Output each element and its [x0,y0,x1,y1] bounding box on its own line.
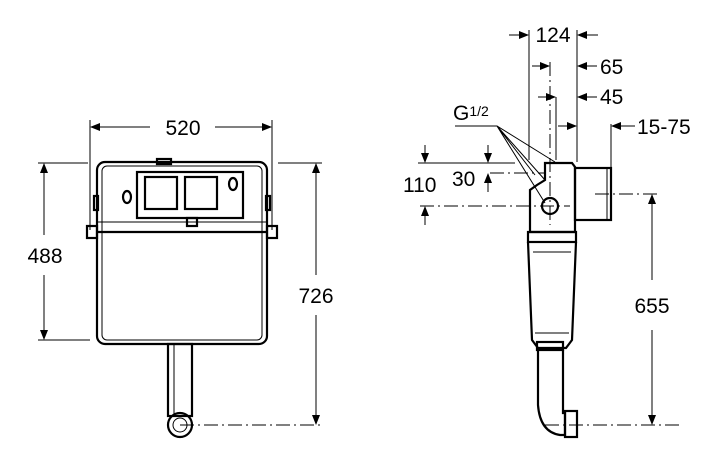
offset-45-dimension: 45 [600,86,623,109]
depth-dimension: 124 [535,24,570,47]
side-view: 124 65 45 15-75 G1/2 110 30 655 [403,24,691,439]
front-view: 520 488 726 [27,117,334,439]
inlet-offset-dimension: 30 [452,168,475,191]
width-dimension: 520 [165,117,200,140]
flush-pipe-front [166,342,194,439]
thread-label: G1/2 [453,102,489,125]
cistern-side-body [526,161,613,439]
height-dimension: 488 [27,245,62,268]
total-height-dimension: 726 [298,285,333,308]
inlet-height-dimension: 110 [403,174,436,197]
offset-65-dimension: 65 [600,56,623,79]
outlet-height-dimension: 655 [634,295,669,318]
cistern-front-body [85,157,279,346]
adjust-range-dimension: 15-75 [637,116,691,139]
